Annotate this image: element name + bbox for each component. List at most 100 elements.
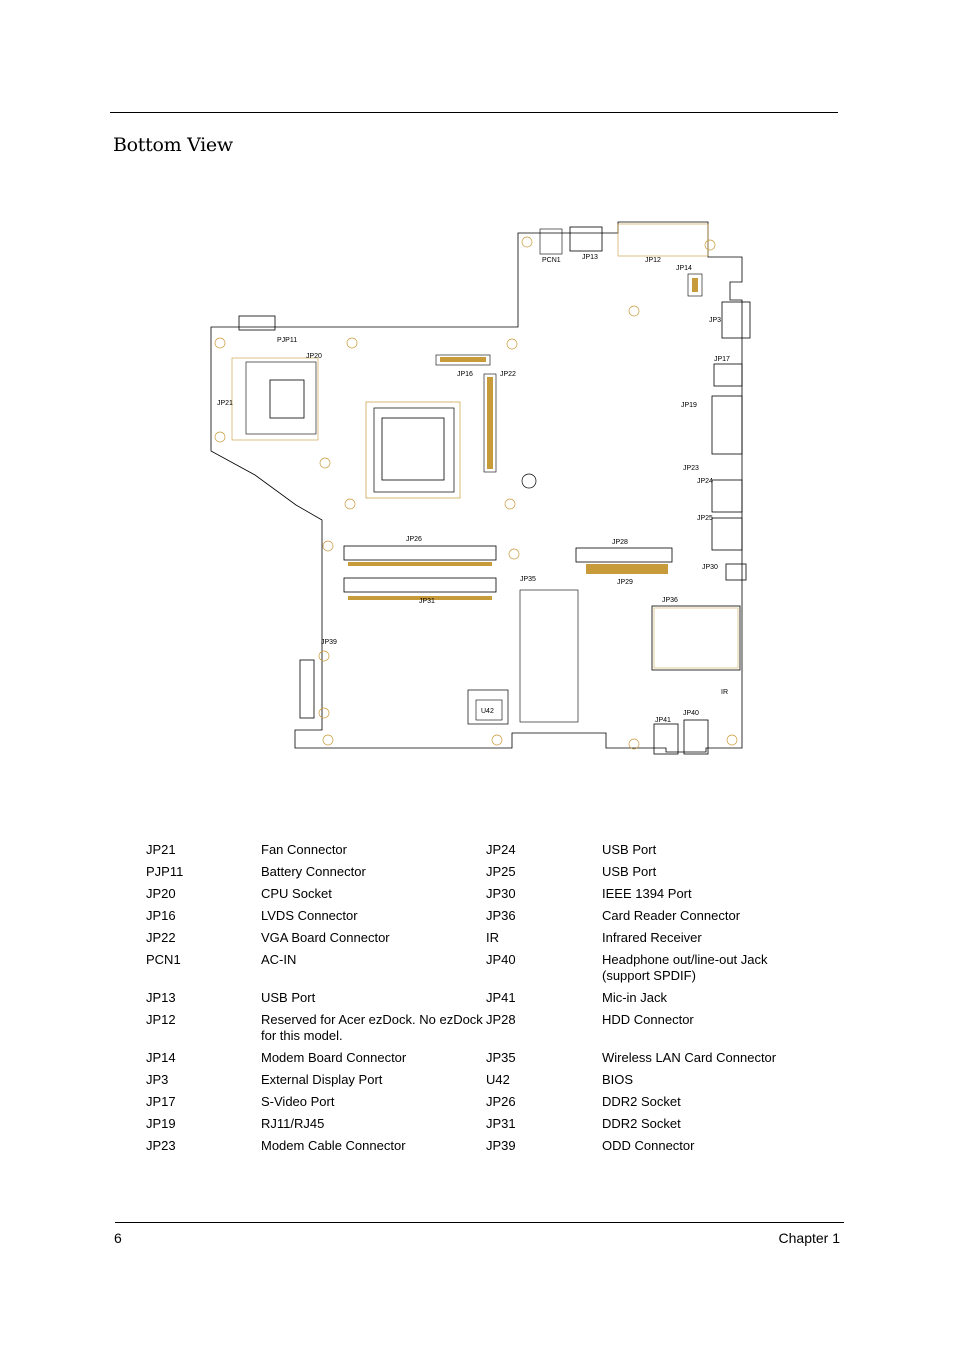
legend-row: JP21 Fan Connector JP24 USB Port [146,841,792,863]
legend-description: USB Port [602,842,657,857]
bottom-rule [115,1222,844,1223]
label-u42: U42 [481,708,494,715]
legend-row: PCN1 AC-IN JP40 Headphone out/line-out Jack… [146,951,792,989]
label-pjp11: PJP11 [277,337,297,344]
legend-row: JP16 LVDS Connector JP36 Card Reader Connec… [146,907,792,929]
legend-connector-id: JP24 [486,842,516,857]
legend-connector-id: JP20 [146,886,176,901]
legend-description: BIOS [602,1072,634,1087]
legend-connector-id: JP28 [486,1012,516,1027]
legend-description: HDD Connector [602,1012,694,1027]
label-jp3: JP3 [709,317,721,324]
legend-connector-id: JP35 [486,1050,516,1065]
motherboard-diagram: PCN1 JP13 JP12 JP14 JP3 JP17 JP19 JP23 J… [210,221,751,755]
legend-description: USB Port [261,990,316,1005]
legend-connector-id: JP30 [486,886,516,901]
label-jp20: JP20 [306,353,322,360]
label-jp13: JP13 [582,254,598,261]
legend-description: AC-IN [261,952,297,967]
legend-description: Battery Connector [261,864,366,879]
label-jp28: JP28 [612,539,628,546]
legend-description: ODD Connector [602,1138,695,1153]
legend-connector-id: PJP11 [146,864,184,879]
label-jp39: JP39 [321,639,337,646]
board-outline [210,221,743,753]
legend-connector-id: JP19 [146,1116,176,1131]
legend-description: VGA Board Connector [261,930,390,945]
legend-connector-id: JP36 [486,908,516,923]
legend-connector-id: JP3 [146,1072,169,1087]
label-jp24: JP24 [697,478,713,485]
label-jp25: JP25 [697,515,713,522]
legend-description: LVDS Connector [261,908,358,923]
label-jp30: JP30 [702,564,718,571]
legend-connector-id: JP25 [486,864,516,879]
legend-connector-id: IR [486,930,499,945]
legend-description: Reserved for Acer ezDock. No ezDock for … [261,1012,483,1043]
legend-description: Fan Connector [261,842,347,857]
legend-connector-id: JP22 [146,930,176,945]
legend-connector-id: JP26 [486,1094,516,1109]
label-jp21: JP21 [217,400,233,407]
legend-row: JP23 Modem Cable Connector JP39 ODD Connect… [146,1137,792,1159]
legend-row: JP3 External Display Port U42 BIOS [146,1071,792,1093]
legend-connector-id: JP31 [486,1116,516,1131]
legend-description: CPU Socket [261,886,332,901]
label-jp40: JP40 [683,710,699,717]
legend-connector-id: JP21 [146,842,176,857]
legend-connector-id: JP13 [146,990,176,1005]
label-jp41: JP41 [655,717,671,724]
label-jp16: JP16 [457,371,473,378]
legend-description: Card Reader Connector [602,908,741,923]
legend-connector-id: JP40 [486,952,516,967]
legend-description: External Display Port [261,1072,383,1087]
label-jp35: JP35 [520,576,536,583]
legend-row: JP19 RJ11/RJ45 JP31 DDR2 Socket [146,1115,792,1137]
legend-connector-id: JP41 [486,990,516,1005]
legend-description: Modem Cable Connector [261,1138,406,1153]
label-jp17: JP17 [714,356,730,363]
legend-connector-id: PCN1 [146,952,181,967]
legend-connector-id: JP23 [146,1138,176,1153]
legend-connector-id: JP14 [146,1050,176,1065]
label-jp14: JP14 [676,265,692,272]
label-ir: IR [721,689,728,696]
label-jp12: JP12 [645,257,661,264]
legend-description: S-Video Port [261,1094,335,1109]
label-jp31: JP31 [419,598,435,605]
legend-description: RJ11/RJ45 [261,1116,325,1131]
label-jp23: JP23 [683,465,699,472]
legend-description: Wireless LAN Card Connector [602,1050,777,1065]
legend-description: DDR2 Socket [602,1116,681,1131]
legend-description: USB Port [602,864,657,879]
legend-row: JP20 CPU Socket JP30 IEEE 1394 Port [146,885,792,907]
legend-row: PJP11 Battery Connector JP25 USB Port [146,863,792,885]
label-jp19: JP19 [681,402,697,409]
section-title: Bottom View [113,134,233,156]
legend-description: Headphone out/line-out Jack (support SPD… [602,952,768,983]
chapter-label: Chapter 1 [778,1230,840,1246]
legend-row: JP14 Modem Board Connector JP35 Wireless LA… [146,1049,792,1071]
legend-description: Mic-in Jack [602,990,668,1005]
legend-connector-id: JP12 [146,1012,176,1027]
legend-description: IEEE 1394 Port [602,886,692,901]
legend-connector-id: JP16 [146,908,176,923]
legend-connector-id: JP39 [486,1138,516,1153]
legend-description: Infrared Receiver [602,930,702,945]
label-pcn1: PCN1 [542,257,561,264]
page-number: 6 [114,1230,122,1246]
legend-connector-id: U42 [486,1072,510,1087]
legend-description: DDR2 Socket [602,1094,681,1109]
label-jp36: JP36 [662,597,678,604]
legend-row: JP17 S-Video Port JP26 DDR2 Socket [146,1093,792,1115]
label-jp22: JP22 [500,371,516,378]
legend-row: JP13 USB Port JP41 Mic-in Jack [146,989,792,1011]
legend-row: JP12 Reserved for Acer ezDock. No ezDock … [146,1011,792,1049]
label-jp26: JP26 [406,536,422,543]
legend-description: Modem Board Connector [261,1050,407,1065]
legend-row: JP22 VGA Board Connector IR Infrared Receiv… [146,929,792,951]
label-jp29: JP29 [617,579,633,586]
legend-connector-id: JP17 [146,1094,176,1109]
top-rule [110,112,838,113]
